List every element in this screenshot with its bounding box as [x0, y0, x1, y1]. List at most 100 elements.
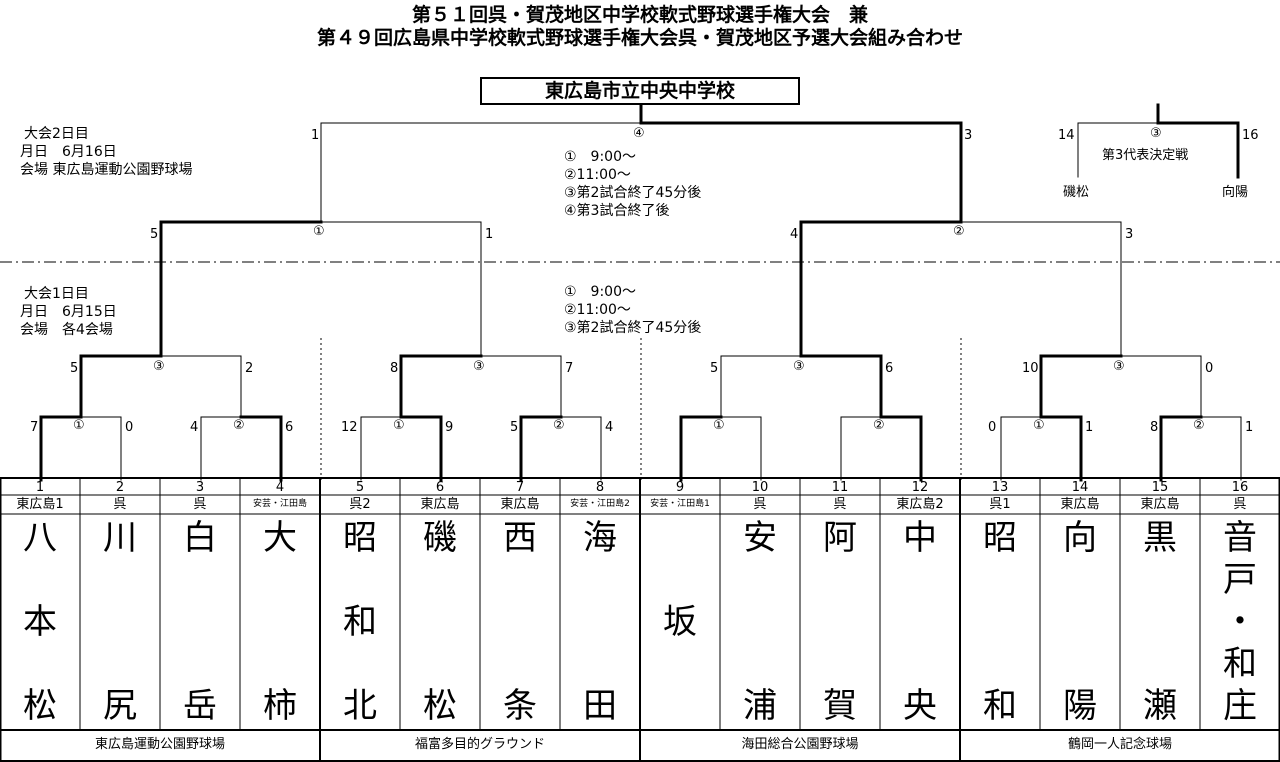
- game-mark: ②: [1193, 418, 1205, 433]
- score-left: 8: [390, 361, 399, 376]
- team-number: 6: [435, 480, 445, 495]
- team-name-char: 松: [23, 686, 57, 726]
- venue-name: 海田総合公園野球場: [741, 737, 859, 752]
- team-name-char: 浦: [743, 686, 777, 726]
- team-number: 15: [1151, 480, 1169, 495]
- team-city: 呉2: [349, 497, 371, 512]
- score-right: 4: [605, 420, 614, 435]
- team-name-char: 戸: [1223, 560, 1257, 600]
- team-name-char: 海: [583, 518, 617, 558]
- team-number: 8: [595, 480, 605, 495]
- team-name-char: 和: [1223, 644, 1257, 684]
- game-mark: ②: [873, 418, 885, 433]
- score-right: 6: [285, 420, 294, 435]
- third-place-right-team: 向陽: [1222, 185, 1249, 200]
- team-name-char: 岳: [183, 686, 217, 726]
- team-city: 東広島: [1140, 497, 1180, 512]
- team-name-char: 大: [263, 518, 297, 558]
- day1-label: 大会1日目: [24, 286, 89, 302]
- day1-venue: 会場 各4会場: [20, 322, 113, 338]
- team-name-char: 陽: [1063, 686, 1097, 726]
- score-left: 5: [710, 361, 719, 376]
- game-mark: ①: [1033, 418, 1045, 433]
- score-left: 4: [190, 420, 199, 435]
- game-mark: ②: [553, 418, 565, 433]
- team-name-char: 本: [23, 602, 57, 642]
- day1-date: 月日 6月15日: [20, 304, 117, 320]
- team-name-char: 向: [1063, 518, 1097, 558]
- team-name: 中央: [880, 514, 960, 730]
- team-name-char: 昭: [343, 518, 377, 558]
- team-city: 安芸・江田島2: [570, 499, 630, 509]
- game-mark: ③: [1150, 126, 1162, 141]
- score-right: 0: [125, 420, 134, 435]
- team-name-char: 和: [343, 602, 377, 642]
- score-right: 6: [885, 361, 894, 376]
- score-left: 5: [150, 227, 159, 242]
- team-number: 4: [275, 480, 285, 495]
- score-left: 8: [1150, 420, 1159, 435]
- game-mark: ③: [1113, 359, 1125, 374]
- team-name: 黒瀬: [1120, 514, 1200, 730]
- team-city: 東広島1: [16, 497, 64, 512]
- score-left: 1: [311, 128, 320, 143]
- team-name-char: 和: [983, 686, 1017, 726]
- schedule-item: ④第3試合終了後: [564, 203, 670, 219]
- team-number: 14: [1071, 480, 1089, 495]
- game-mark: ③: [153, 359, 165, 374]
- day2-date: 月日 6月16日: [20, 144, 117, 160]
- team-name-char: 安: [743, 518, 777, 558]
- team-city: 安芸・江田島: [252, 499, 307, 509]
- team-city: 呉: [113, 497, 127, 512]
- third-place-title: 第3代表決定戦: [1102, 148, 1189, 163]
- team-number: 7: [515, 480, 525, 495]
- team-name: 阿賀: [800, 514, 880, 730]
- team-name: 昭和: [960, 514, 1040, 730]
- score-left: 12: [341, 420, 358, 435]
- team-name: 白岳: [160, 514, 240, 730]
- game-mark: ③: [793, 359, 805, 374]
- team-number: 2: [115, 480, 125, 495]
- score-right: 2: [245, 361, 254, 376]
- venue-name: 鶴岡一人記念球場: [1067, 737, 1172, 752]
- team-number: 12: [911, 480, 929, 495]
- team-name-char: 庄: [1223, 686, 1257, 726]
- team-name-char: 音: [1223, 518, 1257, 558]
- title-line-1: 第５１回呉・賀茂地区中学校軟式野球選手権大会 兼: [411, 4, 868, 26]
- team-number: 3: [195, 480, 205, 495]
- game-mark: ①: [73, 418, 85, 433]
- team-name: 八本松: [0, 514, 80, 730]
- team-name: 海田: [560, 514, 640, 730]
- schedule-item: ③第2試合終了45分後: [564, 185, 702, 201]
- team-number: 9: [675, 480, 685, 495]
- team-city: 呉: [833, 497, 847, 512]
- team-name-char: 尻: [103, 686, 137, 726]
- team-name-char: 西: [503, 518, 537, 558]
- game-mark: ③: [473, 359, 485, 374]
- title-line-2: 第４９回広島県中学校軟式野球選手権大会呉・賀茂地区予選大会組み合わせ: [316, 27, 963, 49]
- team-name-char: 昭: [983, 518, 1017, 558]
- schedule-day1: ① 9:00～ ②11:00～ ③第2試合終了45分後: [564, 283, 701, 337]
- score-right: 1: [1085, 420, 1094, 435]
- team-number: 13: [991, 480, 1009, 495]
- score-left: 4: [790, 227, 799, 242]
- score-left: 5: [70, 361, 79, 376]
- team-name-char: 条: [503, 686, 537, 726]
- team-name-char: 中: [903, 518, 937, 558]
- game-mark: ④: [633, 126, 645, 141]
- team-city: 東広島: [1060, 497, 1100, 512]
- team-city: 東広島2: [896, 497, 944, 512]
- team-city: 呉: [753, 497, 767, 512]
- team-name: 坂: [640, 514, 720, 730]
- team-number: 16: [1231, 480, 1249, 495]
- team-city: 呉: [1233, 497, 1247, 512]
- schedule-item: ③第2試合終了45分後: [564, 320, 702, 336]
- team-name-char: 阿: [823, 518, 857, 558]
- day2-info: 大会2日目 月日 6月16日 会場 東広島運動公園野球場: [20, 125, 192, 179]
- venue-name: 福富多目的グラウンド: [414, 737, 545, 752]
- team-number: 5: [355, 480, 365, 495]
- team-name: 磯松: [400, 514, 480, 730]
- team-city: 呉: [193, 497, 207, 512]
